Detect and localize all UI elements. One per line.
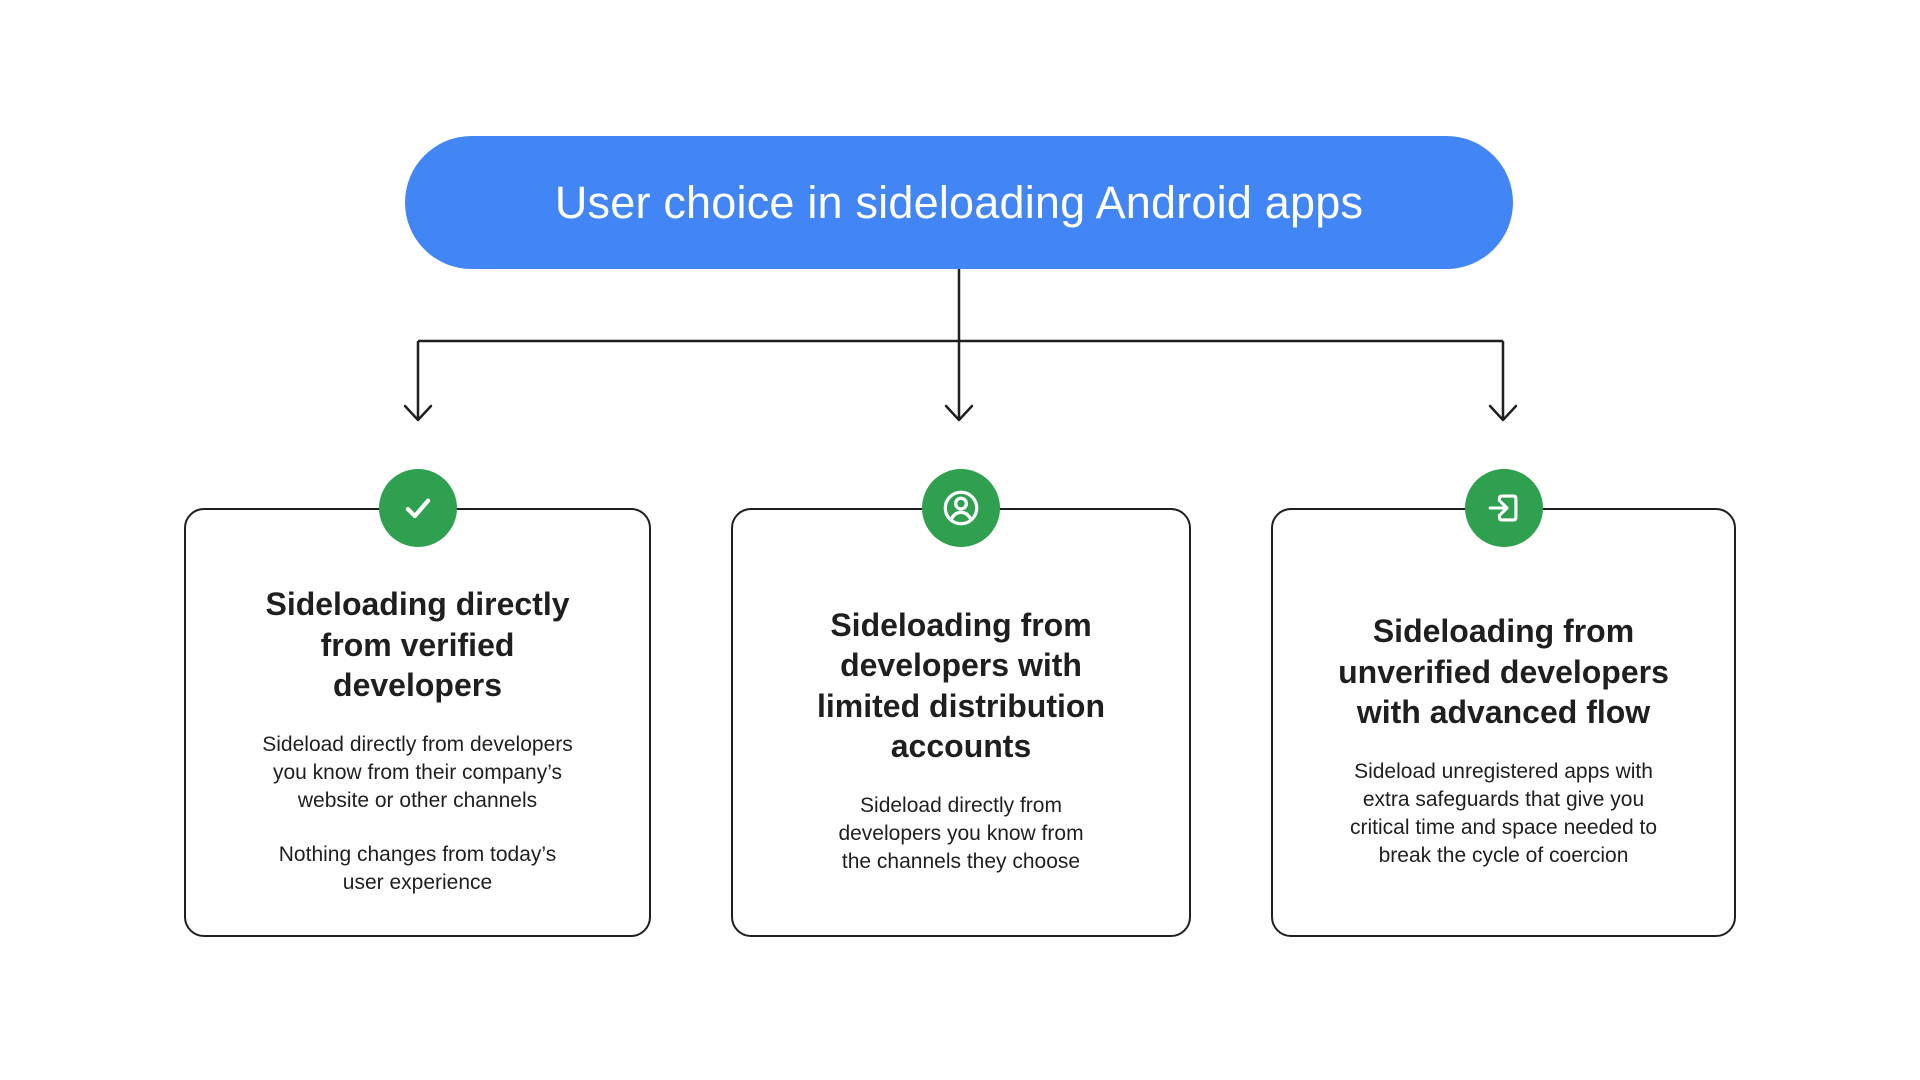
card-limited-distribution: Sideloading from developers with limited…: [731, 469, 1191, 937]
arrowhead-middle-icon: [944, 404, 974, 422]
diagram-title-pill: User choice in sideloading Android apps: [405, 136, 1513, 269]
card-title-limited-distribution: Sideloading from developers with limited…: [817, 606, 1105, 764]
check-badge: [378, 469, 457, 547]
card-unverified-advanced-flow: Sideloading from unverified developers w…: [1271, 469, 1736, 937]
card-title-verified: Sideloading directly from verified devel…: [265, 586, 570, 703]
check-icon: [405, 498, 430, 519]
card-paragraph: Sideload directly from developers you kn…: [262, 733, 573, 812]
card-paragraph: Sideload directly from developers you kn…: [838, 794, 1084, 874]
card-title-unverified: Sideloading from unverified developers w…: [1338, 613, 1669, 730]
card-verified-developers: Sideloading directly from verified devel…: [184, 469, 651, 937]
account-circle-icon: [943, 490, 979, 526]
arrowhead-left-icon: [403, 404, 433, 422]
card-paragraph: Nothing changes from today’s user experi…: [278, 842, 557, 894]
arrowhead-right-icon: [1488, 404, 1518, 422]
diagram-title: User choice in sideloading Android apps: [554, 176, 1364, 228]
connector-stem: [416, 269, 1505, 418]
exit-badge: [1464, 469, 1543, 547]
account-badge: [922, 469, 1000, 547]
exit-to-app-icon: [1488, 494, 1517, 522]
card-paragraph: Sideload unregistered apps with extra sa…: [1349, 760, 1657, 867]
